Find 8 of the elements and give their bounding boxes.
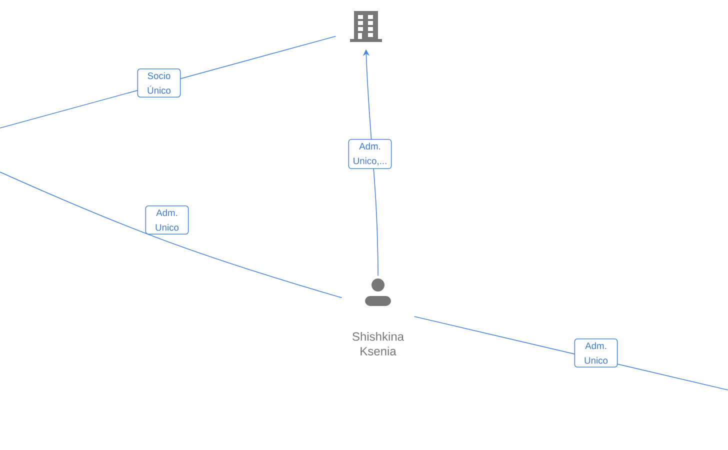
edge-label: Socio Único	[137, 68, 181, 98]
person-icon	[365, 278, 391, 306]
connector	[0, 172, 342, 298]
person-name: Shishkina Ksenia	[352, 332, 404, 356]
edge-label: Adm. Unico,...	[348, 138, 392, 170]
edge-label: Adm. Unico	[574, 338, 618, 368]
edge-label: Adm. Unico	[145, 206, 189, 234]
building-icon	[350, 11, 382, 42]
